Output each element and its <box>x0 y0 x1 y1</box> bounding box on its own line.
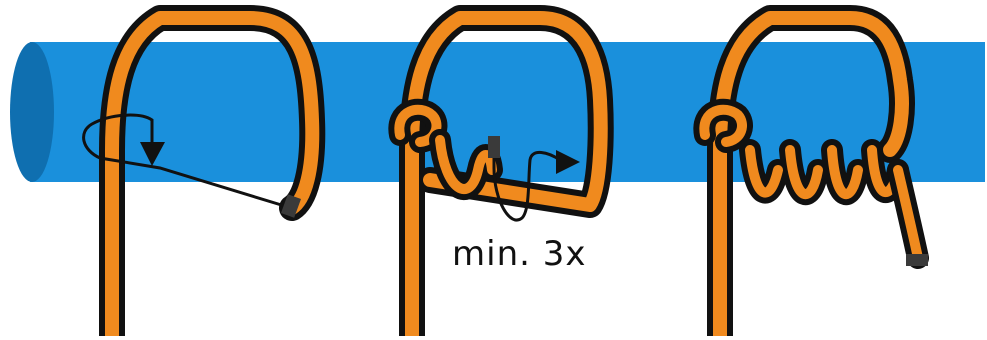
rope-tip <box>488 136 500 158</box>
rope-tip <box>906 254 928 266</box>
wrap-count-annotation: min. 3x <box>452 234 586 274</box>
